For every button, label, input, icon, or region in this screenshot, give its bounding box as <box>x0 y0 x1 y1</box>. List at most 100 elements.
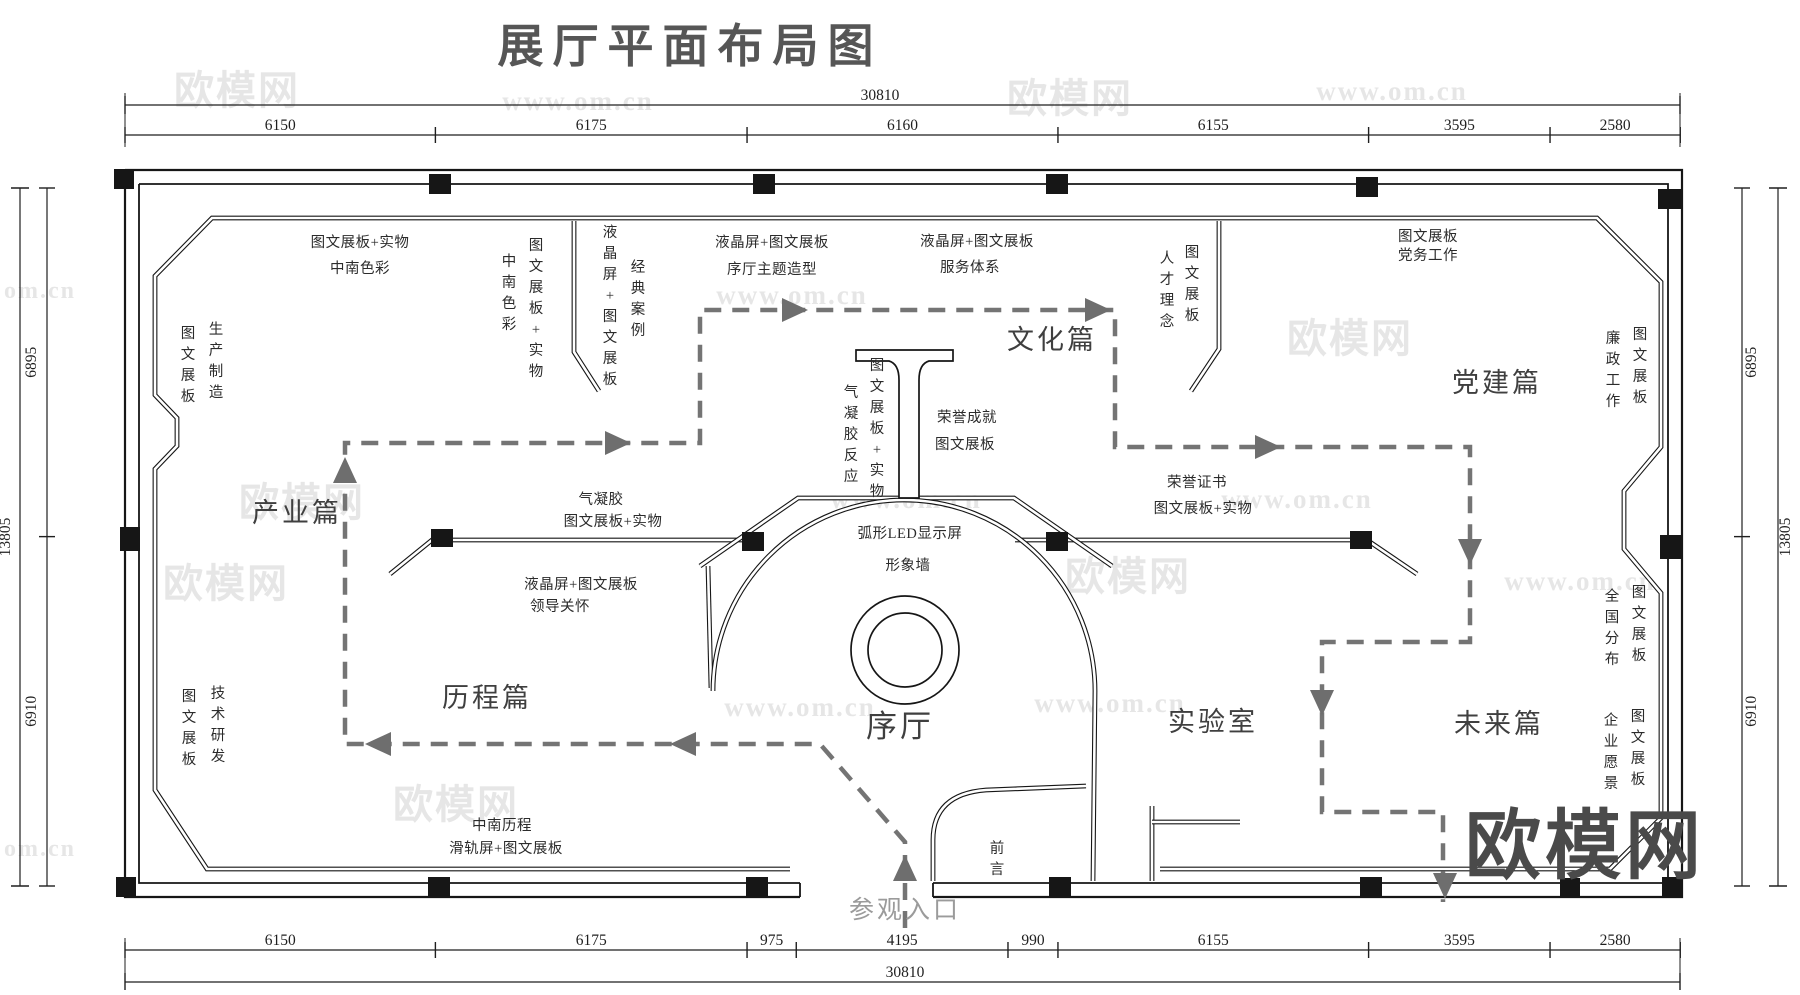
exhibit-label: 中南历程 <box>472 817 532 834</box>
watermark-text: 欧模网 <box>393 782 519 827</box>
exhibit-label: 服务体系 <box>940 259 1000 276</box>
exhibit-label: 全国分布 <box>1605 587 1620 668</box>
exhibit-label: 图文展板+实物 <box>311 233 410 251</box>
column-marker <box>1360 877 1382 897</box>
exhibit-label: 形象墙 <box>886 557 931 574</box>
watermark-text: www.om.cn <box>1316 76 1468 106</box>
exhibit-label: 图文展板 <box>1185 245 1200 324</box>
zone-label: 实验室 <box>1168 707 1258 737</box>
column-marker <box>1658 189 1682 209</box>
zone-label: 未来篇 <box>1454 709 1544 739</box>
exhibit-label: 图文展板 <box>182 689 197 768</box>
exhibit-label: 气凝胶反应 <box>844 384 859 485</box>
column-marker <box>1560 878 1580 896</box>
inner-wall <box>138 183 1669 884</box>
watermark-text: 欧模网 <box>174 68 300 113</box>
exhibit-label: 图文展板 <box>1398 227 1458 245</box>
watermark-text: www.om.cn <box>1504 566 1656 596</box>
route-arrow-icon <box>893 855 917 881</box>
dim-label: 3595 <box>1444 117 1475 134</box>
talent-display-wall-gap <box>1189 221 1221 392</box>
route-layer <box>333 298 1482 928</box>
perimeter-lining-wall-gap <box>153 216 1663 871</box>
dim-label: 6150 <box>265 932 296 949</box>
route-arrow-icon <box>605 431 631 455</box>
exhibit-label: 图文展板 <box>1632 585 1647 664</box>
exhibit-label: 气凝胶 <box>579 491 624 508</box>
watermark-layer: 欧模网 www.om.cn 欧模网 www.om.cn om.cn www.om.cn 欧模… <box>4 68 1656 862</box>
dim-total-label: 13805 <box>1777 517 1794 556</box>
column-marker <box>1046 532 1068 551</box>
route-arrow-icon <box>333 457 357 483</box>
route-arrow-icon <box>670 732 696 756</box>
exhibit-label: 生产制造 <box>209 321 224 401</box>
zone-label: 参观入口 <box>849 896 961 924</box>
lcd-display-wall-left-gap <box>572 221 601 392</box>
dim-total-label: 30810 <box>886 964 925 981</box>
dim-label: 6895 <box>23 347 40 378</box>
column-marker <box>753 174 775 194</box>
exhibit-label: 液晶屏+图文展板 <box>715 233 829 251</box>
dim-total-label: 30810 <box>861 87 900 104</box>
column-marker <box>1049 877 1071 897</box>
watermark-text: 欧模网 <box>239 480 365 525</box>
column-layer <box>114 169 1682 897</box>
exhibit-label: 液晶屏+图文展板 <box>920 232 1034 250</box>
dim-label: 6175 <box>576 117 607 134</box>
zone-label: 产业篇 <box>252 498 342 528</box>
exhibit-label: 中南色彩 <box>502 253 517 333</box>
rotunda-left-jamb-gap <box>706 565 713 689</box>
exhibit-label: 图文展板 <box>1631 709 1646 788</box>
visitor-route-path <box>342 307 1473 928</box>
exhibit-label: 中南色彩 <box>330 260 390 277</box>
column-marker <box>1660 535 1682 559</box>
exhibit-label: 图文展板 <box>935 435 995 453</box>
dim-label: 6160 <box>887 117 918 134</box>
watermark-text: om.cn <box>4 836 76 862</box>
column-marker <box>1046 174 1068 194</box>
watermark-text: www.om.cn <box>502 86 654 116</box>
brand-watermark-layer: 欧模网 <box>1465 805 1705 889</box>
column-marker <box>1662 877 1682 897</box>
zone-label: 历程篇 <box>442 683 532 713</box>
dim-label: 6895 <box>1743 347 1760 378</box>
exhibit-label: 企业愿景 <box>1604 711 1619 792</box>
dim-label: 6175 <box>576 932 607 949</box>
theme-pillar <box>855 349 954 499</box>
zone-label: 党建篇 <box>1452 368 1542 398</box>
exhibit-label: 荣誉成就 <box>937 409 997 426</box>
dim-label: 4195 <box>887 932 918 949</box>
watermark-text: 欧模网 <box>163 561 289 606</box>
exhibit-label: 荣誉证书 <box>1167 474 1227 491</box>
rotunda-wall-gap <box>711 498 1097 882</box>
dim-label: 6150 <box>265 117 296 134</box>
column-marker <box>1350 531 1372 549</box>
dim-label: 6155 <box>1198 932 1229 949</box>
exhibit-label: 弧形LED显示屏 <box>858 525 963 542</box>
column-marker <box>746 877 768 897</box>
entrance-wall-caps <box>799 883 934 897</box>
watermark-text: 欧模网 <box>1287 316 1413 361</box>
column-marker <box>742 532 764 551</box>
brand-watermark: 欧模网 <box>1465 805 1705 889</box>
column-marker <box>1356 177 1378 197</box>
exhibit-label: 图文展板 <box>181 326 196 405</box>
drawing-title: 展厅平面布局图 <box>497 20 883 72</box>
dim-label: 6910 <box>23 696 40 727</box>
dim-label: 2580 <box>1600 117 1631 134</box>
column-marker <box>116 877 136 897</box>
exhibit-label: 图文展板+实物 <box>529 238 544 380</box>
exhibit-label: 图文展板+实物 <box>870 358 885 500</box>
dim-label: 6910 <box>1743 696 1760 727</box>
zone-label: 文化篇 <box>1007 325 1097 355</box>
exhibit-label: 液晶屏+图文展板 <box>524 575 638 593</box>
foreword-wall <box>930 783 1087 881</box>
watermark-text: om.cn <box>4 278 76 304</box>
watermark-text: 欧模网 <box>1065 554 1191 599</box>
route-arrow-icon <box>1310 690 1334 716</box>
route-arrow-icon <box>1458 539 1482 565</box>
route-arrow-icon <box>1085 298 1111 322</box>
route-arrow-icon <box>782 298 808 322</box>
